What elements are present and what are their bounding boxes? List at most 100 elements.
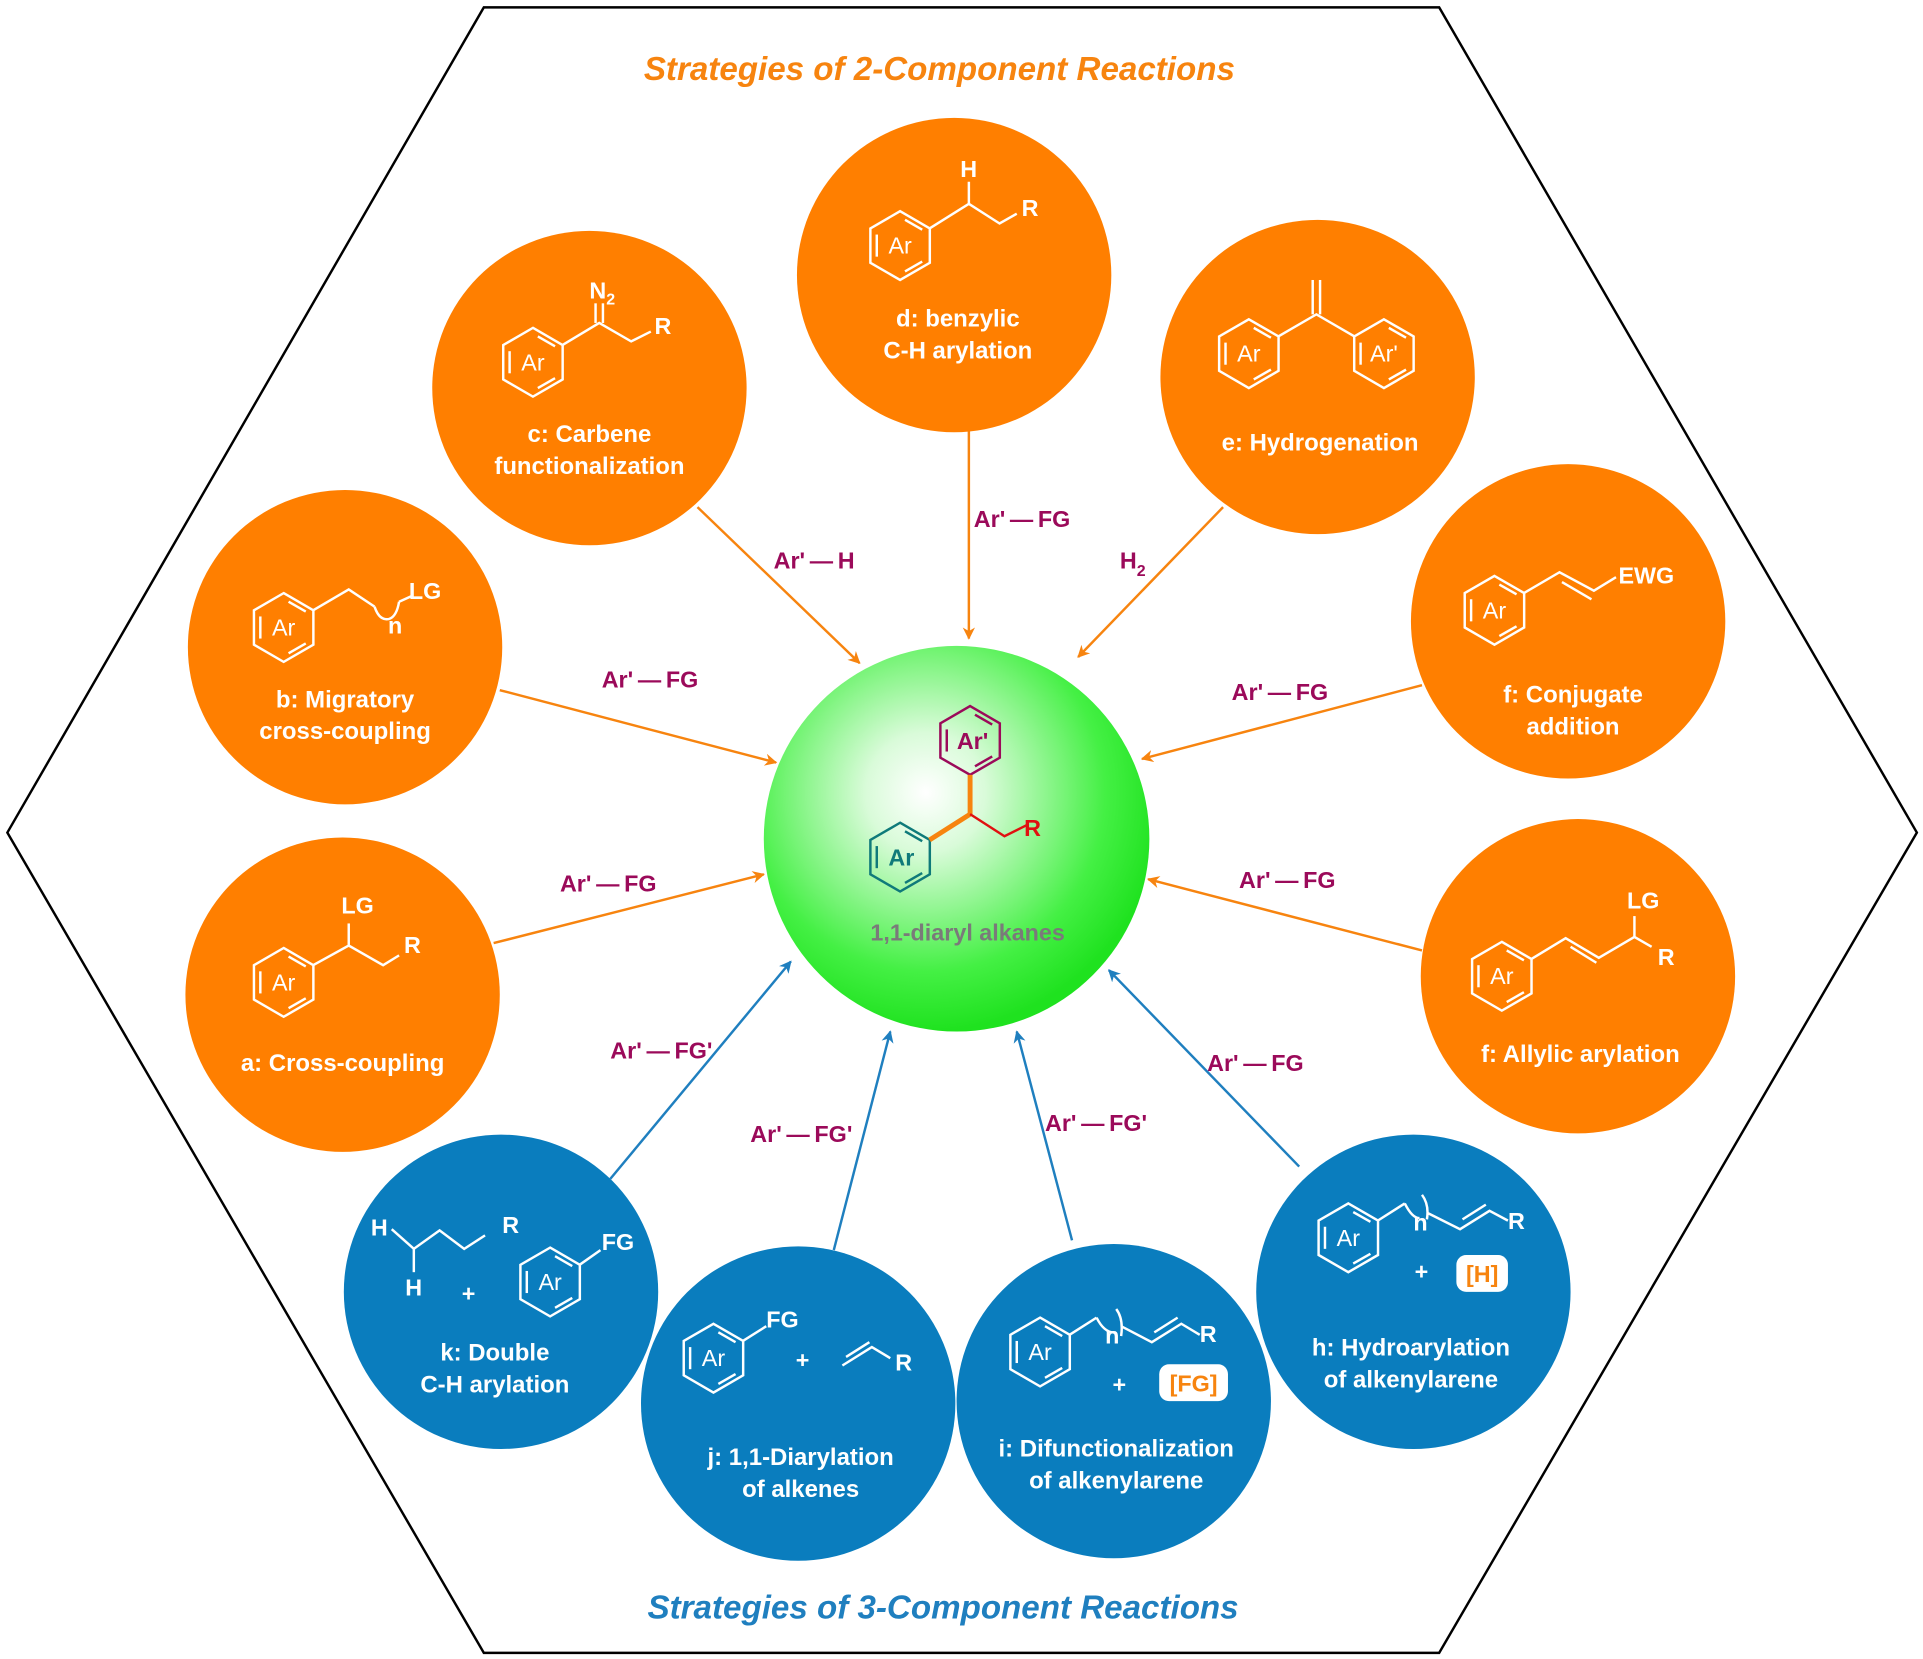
strategy-i-label-2: of alkenylarene <box>1029 1467 1203 1494</box>
hexagon-frame <box>5 6 1919 1655</box>
bond-chain <box>1377 1194 1509 1231</box>
title-3-component: Strategies of 3-Component Reactions <box>648 1589 1239 1626</box>
strategy-b[interactable]: Ar n LG b: Migratory cross-coupling <box>187 489 503 805</box>
arrow-e <box>1077 506 1224 658</box>
atom-fg: FG <box>766 1306 798 1332</box>
atom-ar: Ar <box>1490 963 1514 989</box>
strategy-k[interactable]: H H R + Ar FG k: Double C-H arylation <box>343 1134 659 1450</box>
atom-ar: Ar <box>272 614 296 640</box>
strategy-k-circle <box>343 1134 659 1450</box>
strategy-f-conjugate-label-1: f: Conjugate <box>1503 681 1643 708</box>
atom-ar: Ar <box>521 349 545 375</box>
arrow-h <box>1107 969 1301 1168</box>
atom-r: R <box>895 1349 912 1375</box>
atom-r: R <box>1200 1321 1217 1347</box>
ring-ar-label: Ar <box>888 845 914 871</box>
atom-n2: N <box>589 277 606 303</box>
arrow-f2 <box>1146 876 1423 952</box>
center-substituent: R <box>1024 815 1041 841</box>
tag-h: [H] <box>1466 1261 1498 1287</box>
strategy-d-label-2: C-H arylation <box>883 338 1032 365</box>
reagent-j: Ar' — FG' <box>750 1121 852 1147</box>
bond-chain <box>928 202 1018 230</box>
strategy-i-label-1: i: Difunctionalization <box>999 1435 1234 1462</box>
strategy-j[interactable]: Ar FG + R j: 1,1-Diarylation of alkenes <box>641 1246 956 1561</box>
atom-r: R <box>404 932 421 958</box>
atom-ar: Ar <box>888 233 912 259</box>
strategy-i[interactable]: Ar n R + [FG] i: Difunctionalization of … <box>956 1243 1271 1559</box>
strategy-b-label-2: cross-coupling <box>259 718 431 745</box>
strategy-j-circle <box>641 1246 956 1561</box>
atom-ar: Ar <box>702 1345 726 1371</box>
atom-ar: Ar <box>1337 1225 1361 1251</box>
strategy-k-label-1: k: Double <box>440 1340 549 1367</box>
reagent-c: Ar' — H <box>774 548 855 574</box>
atom-ewg: EWG <box>1618 562 1674 588</box>
bond-center-2 <box>928 812 972 843</box>
strategy-h[interactable]: Ar n R + [H] h: Hydroarylation of alkeny… <box>1256 1134 1571 1450</box>
atom-lg: LG <box>409 578 441 604</box>
tag-fg: [FG] <box>1170 1370 1218 1396</box>
strategy-d-label-1: d: benzylic <box>896 306 1020 333</box>
bond-ene <box>1569 945 1598 964</box>
atom-n: n <box>388 613 402 639</box>
strategy-d[interactable]: Ar H R d: benzylic C-H arylation <box>796 117 1112 433</box>
center-sphere <box>763 645 1150 1032</box>
strategy-c[interactable]: Ar N2 R c: Carbene functionalization <box>432 230 747 546</box>
bond-chain <box>1523 570 1617 595</box>
bond-chain <box>312 587 376 612</box>
bond-chain <box>561 321 652 347</box>
strategy-j-label-1: j: 1,1-Diarylation <box>707 1444 894 1471</box>
strategy-j-label-2: of alkenes <box>742 1476 859 1503</box>
reagent-a: Ar' — FG <box>560 871 657 897</box>
arrow-c <box>696 506 861 664</box>
arrows <box>493 429 1423 1251</box>
reagent-i: Ar' — FG' <box>1045 1110 1147 1136</box>
strategy-e[interactable]: Ar Ar' e: Hydrogenation <box>1160 219 1475 535</box>
atom-h1: H <box>371 1214 388 1240</box>
atom-r: R <box>1022 195 1039 221</box>
strategy-k-label-2: C-H arylation <box>420 1372 569 1399</box>
atom-n2-sub: 2 <box>606 292 615 309</box>
reagent-f1: Ar' — FG <box>1232 679 1329 705</box>
atom-ar: Ar <box>1483 597 1507 623</box>
atom-lg: LG <box>1627 888 1659 914</box>
reagent-f2: Ar' — FG <box>1239 867 1336 893</box>
strategy-h-label-1: h: Hydroarylation <box>1312 1335 1510 1362</box>
strategy-a[interactable]: Ar LG R a: Cross-coupling <box>185 837 500 1152</box>
atom-ar: Ar <box>1028 1339 1052 1365</box>
atom-lg: LG <box>341 893 373 919</box>
strategy-f-allylic-circle <box>1420 819 1736 1134</box>
strategy-a-label: a: Cross-coupling <box>241 1050 444 1077</box>
bond-ene <box>1153 1316 1179 1334</box>
strategy-f-conjugate[interactable]: Ar EWG f: Conjugate addition <box>1410 464 1726 779</box>
atom-r: R <box>1658 944 1675 970</box>
atom-h2: H <box>405 1275 422 1301</box>
arrow-i <box>1013 1030 1074 1241</box>
bond-alkene <box>841 1345 891 1367</box>
atom-fg: FG <box>602 1229 634 1255</box>
title-2-component: Strategies of 2-Component Reactions <box>644 51 1235 88</box>
strategy-c-label-1: c: Carbene <box>528 421 652 448</box>
strategy-f-allylic[interactable]: Ar LG R f: Allylic arylation <box>1420 819 1736 1134</box>
plus-sign: + <box>462 1281 476 1307</box>
strategy-c-circle <box>432 230 747 546</box>
plus-sign: + <box>1415 1259 1429 1285</box>
strategy-c-label-2: functionalization <box>494 453 684 480</box>
arrow-a <box>493 871 765 945</box>
atom-ar: Ar <box>1237 341 1261 367</box>
strategy-f-conjugate-label-2: addition <box>1526 713 1619 740</box>
strategy-b-label-1: b: Migratory <box>276 686 415 713</box>
bond-chain <box>312 944 400 967</box>
center-product: Ar' Ar R 1,1-diaryl alkanes <box>763 645 1150 1032</box>
strategy-h-circle <box>1256 1134 1571 1450</box>
reagent-d: Ar' — FG <box>974 506 1071 532</box>
reagent-k: Ar' — FG' <box>610 1038 712 1064</box>
reagent-labels: Ar' — FG Ar' — FG Ar' — H Ar' — FG H2 Ar… <box>560 506 1336 1147</box>
plus-sign: + <box>1113 1372 1127 1398</box>
bond-chain <box>1277 312 1356 338</box>
bond-fg <box>578 1249 602 1266</box>
strategy-e-circle <box>1160 219 1475 535</box>
atom-r: R <box>1508 1208 1525 1234</box>
reagent-b: Ar' — FG <box>602 667 699 693</box>
